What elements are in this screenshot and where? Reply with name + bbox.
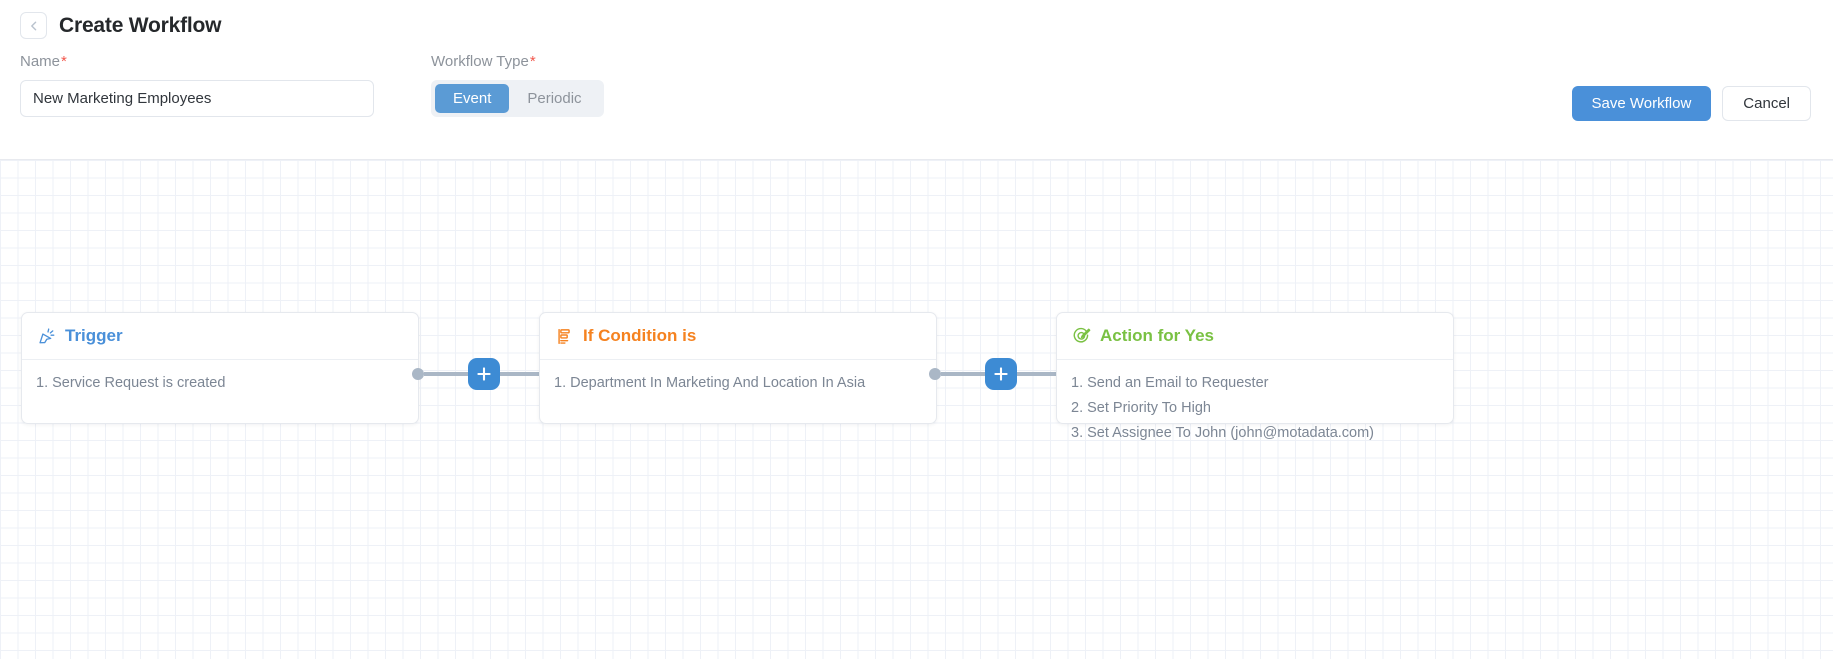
header-actions: Save Workflow Cancel xyxy=(1571,86,1811,121)
action-card-title: Action for Yes xyxy=(1100,326,1214,345)
chevron-left-icon xyxy=(28,20,40,32)
name-label-text: Name xyxy=(20,53,61,70)
workflow-type-group: Workflow Type* Event Periodic xyxy=(431,53,604,117)
workflow-type-label-text: Workflow Type xyxy=(431,53,529,70)
condition-card-header: If Condition is xyxy=(540,313,936,360)
name-label: Name* xyxy=(20,53,374,70)
trigger-card-title: Trigger xyxy=(65,326,123,345)
plus-icon xyxy=(992,365,1010,383)
workflow-type-segmented-control[interactable]: Event Periodic xyxy=(431,80,604,117)
workflow-type-option-periodic[interactable]: Periodic xyxy=(509,84,599,113)
trigger-card-body: 1. Service Request is created xyxy=(22,360,418,408)
action-item: 3. Set Assignee To John (john@motadata.c… xyxy=(1071,425,1375,441)
condition-card-title: If Condition is xyxy=(583,326,697,345)
workflow-type-required-asterisk: * xyxy=(529,53,536,70)
plus-icon xyxy=(475,365,493,383)
condition-item: 1. Department In Marketing And Location … xyxy=(554,375,866,391)
page-header: Create Workflow Name* Workflow Type* Eve… xyxy=(0,0,1833,160)
action-item: 2. Set Priority To High xyxy=(1071,400,1211,416)
condition-list-icon xyxy=(554,326,574,346)
workflow-canvas[interactable]: Trigger 1. Service Request is created xyxy=(0,160,1833,659)
workflow-name-input[interactable] xyxy=(20,80,374,117)
connector-line xyxy=(499,372,543,376)
connector-line xyxy=(424,372,468,376)
action-card[interactable]: Action for Yes 1. Send an Email to Reque… xyxy=(1056,312,1454,441)
trigger-item: 1. Service Request is created xyxy=(36,375,226,391)
save-workflow-button[interactable]: Save Workflow xyxy=(1571,86,1712,121)
connector-line xyxy=(1016,372,1060,376)
page-title: Create Workflow xyxy=(59,13,222,37)
target-pen-icon xyxy=(1071,326,1091,346)
trigger-card[interactable]: Trigger 1. Service Request is created xyxy=(21,312,419,424)
cancel-button[interactable]: Cancel xyxy=(1722,86,1811,121)
add-node-button-1[interactable] xyxy=(467,358,500,390)
add-node-button-2[interactable] xyxy=(984,358,1017,390)
condition-card-body: 1. Department In Marketing And Location … xyxy=(540,360,936,408)
title-row: Create Workflow xyxy=(20,12,222,39)
action-card-body: 1. Send an Email to Requester 2. Set Pri… xyxy=(1057,360,1453,458)
condition-card[interactable]: If Condition is 1. Department In Marketi… xyxy=(539,312,937,424)
workflow-type-label: Workflow Type* xyxy=(431,53,604,70)
action-item: 1. Send an Email to Requester xyxy=(1071,375,1269,391)
connector-line xyxy=(941,372,985,376)
action-card-header: Action for Yes xyxy=(1057,313,1453,360)
connector-2 xyxy=(929,355,1060,393)
connector-dot xyxy=(412,368,424,380)
connector-1 xyxy=(412,355,543,393)
name-field-group: Name* xyxy=(20,53,374,117)
connector-dot xyxy=(929,368,941,380)
workflow-type-option-event[interactable]: Event xyxy=(435,84,510,113)
cursor-sparkle-icon xyxy=(36,326,56,346)
back-button[interactable] xyxy=(20,12,47,39)
trigger-card-header: Trigger xyxy=(22,313,418,360)
name-required-asterisk: * xyxy=(61,53,67,70)
